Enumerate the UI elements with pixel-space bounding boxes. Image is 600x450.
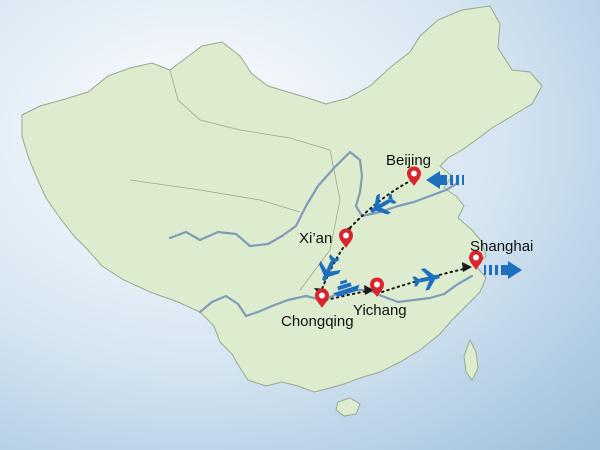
departure-arrow-icon	[484, 261, 522, 279]
city-label-yichang: Yichang	[353, 302, 407, 319]
city-label-shanghai: Shanghai	[470, 238, 533, 255]
city-label-xian: Xi’an	[299, 230, 332, 247]
yellow-river	[168, 150, 458, 248]
arrowhead-shanghai	[462, 262, 472, 272]
arrival-arrow-icon	[426, 171, 464, 189]
city-label-chongqing: Chongqing	[281, 313, 354, 330]
province-borders	[129, 69, 341, 291]
china-mainland	[21, 5, 543, 393]
arrowhead-yichang	[364, 285, 374, 295]
hainan-island	[335, 397, 361, 417]
city-label-beijing: Beijing	[386, 152, 431, 169]
yangtze-river	[198, 274, 474, 318]
cruise-ship-icon	[332, 279, 360, 297]
taiwan-island	[463, 338, 479, 381]
